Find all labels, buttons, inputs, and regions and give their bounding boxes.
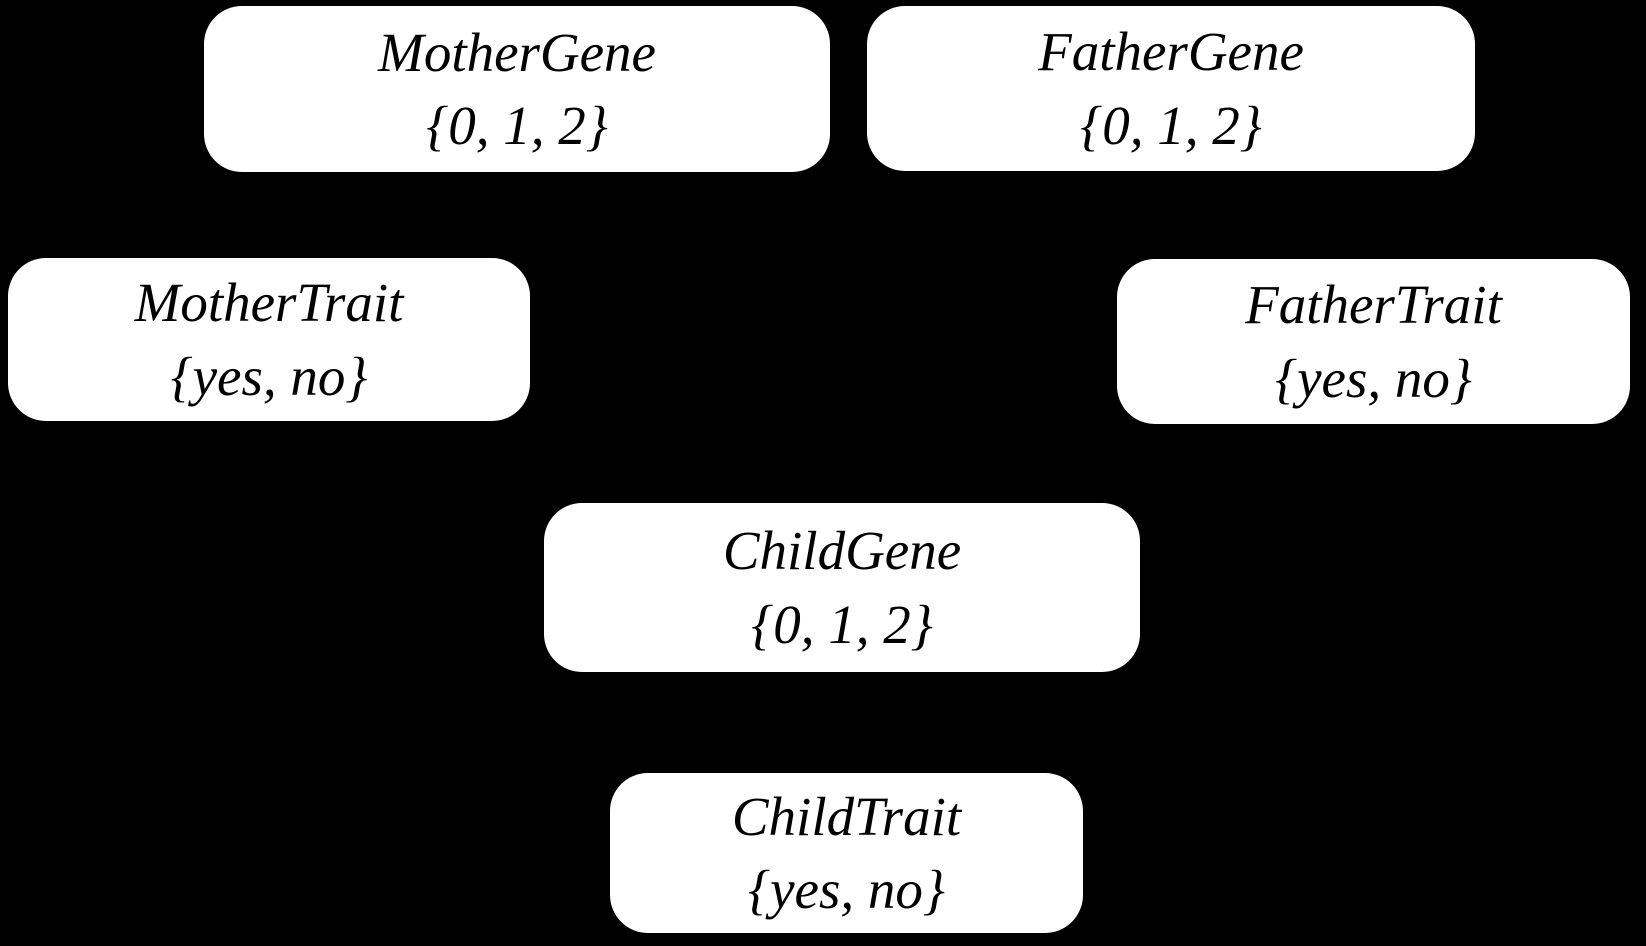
node-mother-gene-domain: {0, 1, 2} — [426, 95, 608, 156]
node-child-trait: ChildTrait {yes, no} — [610, 773, 1083, 933]
node-father-gene-domain: {0, 1, 2} — [1080, 94, 1262, 156]
node-father-gene-label: FatherGene — [1038, 21, 1304, 83]
node-child-gene: ChildGene {0, 1, 2} — [544, 503, 1140, 672]
node-father-trait: FatherTrait {yes, no} — [1117, 259, 1630, 424]
node-father-trait-label: FatherTrait — [1245, 274, 1502, 336]
node-mother-trait-label: MotherTrait — [134, 272, 404, 334]
node-father-gene: FatherGene {0, 1, 2} — [867, 6, 1475, 171]
node-child-trait-label: ChildTrait — [731, 785, 962, 847]
node-child-trait-domain: {yes, no} — [748, 859, 945, 920]
node-mother-gene-label: MotherGene — [378, 21, 656, 83]
node-mother-trait: MotherTrait {yes, no} — [8, 258, 530, 421]
node-mother-trait-domain: {yes, no} — [170, 345, 368, 407]
node-child-gene-label: ChildGene — [722, 520, 962, 582]
node-mother-gene: MotherGene {0, 1, 2} — [204, 6, 830, 172]
node-child-gene-domain: {0, 1, 2} — [751, 593, 933, 655]
node-father-trait-domain: {yes, no} — [1275, 347, 1472, 409]
